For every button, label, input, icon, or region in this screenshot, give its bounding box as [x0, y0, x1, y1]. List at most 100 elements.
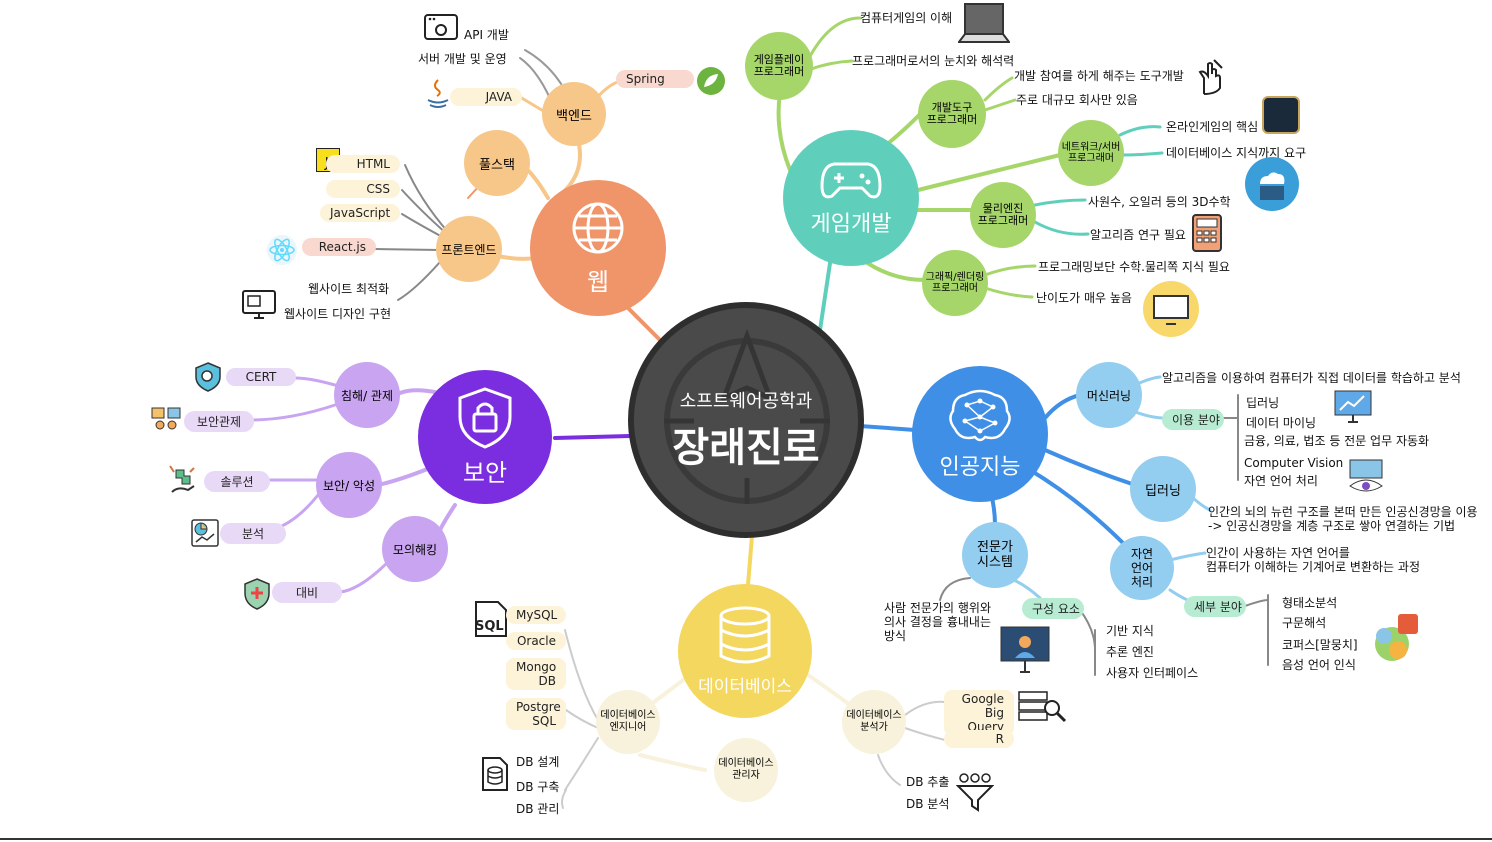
- solution-puzzle-icon: [169, 465, 195, 493]
- security-item-analysis: 분석: [220, 523, 286, 544]
- security-intrusion-node[interactable]: 침해/ 관제: [334, 362, 400, 428]
- java-icon: [427, 79, 449, 108]
- game-graphics-item-2: 난이도가 매우 높음: [1036, 291, 1132, 305]
- api-gear-icon: [424, 14, 458, 40]
- game-node[interactable]: 게임개발: [783, 130, 919, 266]
- game-tool-item-2: 주로 대규모 회사만 있음: [1016, 93, 1138, 107]
- ai-node[interactable]: 인공지능: [912, 366, 1048, 502]
- backend-node[interactable]: 백엔드: [542, 82, 606, 146]
- cloud-database-icon: [1245, 157, 1299, 211]
- ai-ml-item-5: 자연 언어 처리: [1244, 474, 1318, 488]
- web-node[interactable]: 웹: [530, 180, 666, 316]
- ai-expert-comp: 구성 요소: [1022, 598, 1084, 619]
- security-item-solution: 솔루션: [204, 471, 270, 492]
- ai-expert-item-3: 사용자 인터페이스: [1106, 666, 1199, 680]
- security-pentest-node[interactable]: 모의해킹: [382, 516, 448, 582]
- game-network-item-1: 온라인게임의 핵심: [1166, 120, 1259, 134]
- calculator-icon: [1192, 214, 1222, 252]
- game-tool-label: 개발도구 프로그래머: [926, 101, 978, 126]
- laptop-icon: [958, 3, 1010, 43]
- ai-dl-label: 딥러닝: [1145, 483, 1181, 499]
- db-analyst-node[interactable]: 데이터베이스 분석가: [842, 690, 906, 754]
- lock-shield-icon: [458, 386, 512, 449]
- vision-eye-icon: [1349, 459, 1383, 492]
- frontend-label: 프론트엔드: [441, 242, 497, 257]
- security-malware-label: 보안/ 악성: [322, 478, 376, 493]
- backend-item-java: JAVA: [450, 88, 522, 106]
- game-physics-item-1: 사원수, 오일러 등의 3D수학: [1088, 195, 1231, 209]
- game-graphics-label: 그래픽/렌더링 프로그래머: [925, 272, 985, 294]
- security-intrusion-label: 침해/ 관제: [340, 388, 394, 403]
- tool-hand-icon: [1198, 59, 1223, 95]
- db-engineer-system-3: Mongo DB: [506, 658, 566, 690]
- db-file-icon: [482, 757, 508, 791]
- ai-ml-item-3: 금융, 의료, 법조 등 전문 업무 자동화: [1244, 434, 1430, 448]
- frontend-item-optimize: 웹사이트 최적화: [308, 282, 390, 296]
- backend-item-server: 서버 개발 및 운영: [418, 52, 507, 66]
- ai-nlp-item-1: 형태소분석: [1282, 596, 1338, 610]
- frontend-item-react: React.js: [302, 238, 376, 256]
- game-player-node[interactable]: 게임플레이 프로그래머: [745, 32, 813, 100]
- db-node[interactable]: 데이터베이스: [678, 584, 812, 718]
- db-engineer-system-4: Postgre SQL: [506, 698, 566, 730]
- graphics-monitor-icon: [1143, 281, 1199, 337]
- ai-nlp-node[interactable]: 자연 언어 처리: [1110, 536, 1174, 600]
- ai-expert-node[interactable]: 전문가 시스템: [962, 522, 1028, 588]
- db-engineer-task-2: DB 구축: [516, 780, 560, 794]
- globe-icon: [572, 202, 624, 253]
- ai-expert-desc: 사람 전문가의 행위와 의사 결정을 흉내내는 방식: [884, 601, 991, 643]
- game-graphics-item-1: 프로그래밍보단 수학.물리쪽 지식 필요: [1038, 260, 1230, 274]
- ai-ml-desc: 알고리즘을 이용하여 컴퓨터가 직접 데이터를 학습하고 분석: [1162, 371, 1461, 385]
- game-label: 게임개발: [810, 212, 892, 237]
- game-network-item-2: 데이터베이스 지식까지 요구: [1166, 146, 1307, 160]
- server-search-icon: [1018, 691, 1067, 723]
- ai-nlp-desc-1: 인간이 사용하는 자연 언어를: [1206, 546, 1350, 560]
- translate-icon: [1375, 614, 1418, 661]
- ai-dl-desc-1: 인간의 뇌의 뉴런 구조를 본떠 만든 인공신경망을 이용: [1208, 505, 1478, 519]
- svg-text:SQL: SQL: [475, 619, 504, 634]
- fullstack-node[interactable]: 풀스택: [464, 130, 530, 196]
- db-engineer-node[interactable]: 데이터베이스 엔지니어: [596, 690, 660, 754]
- frontend-item-javascript: JavaScript: [320, 204, 400, 222]
- center-title-large: 장래진로: [672, 425, 820, 471]
- security-item-prepare: 대비: [272, 582, 342, 603]
- game-network-node[interactable]: 네트워크/서버 프로그래머: [1058, 120, 1124, 186]
- security-node[interactable]: 보안: [418, 370, 552, 504]
- ai-nlp-item-2: 구문해석: [1282, 616, 1327, 630]
- center-node: 소프트웨어공학과 장래진로: [628, 302, 864, 538]
- lol-logo-icon: [1262, 96, 1300, 134]
- game-tool-node[interactable]: 개발도구 프로그래머: [918, 80, 986, 148]
- frontend-item-design: 웹사이트 디자인 구현: [284, 307, 391, 321]
- backend-item-api: API 개발: [464, 28, 509, 42]
- ai-dl-node[interactable]: 딥러닝: [1130, 456, 1196, 522]
- game-network-label: 네트워크/서버 프로그래머: [1061, 142, 1121, 164]
- center-title-small: 소프트웨어공학과: [679, 391, 813, 412]
- db-analyst-task-1: DB 추출: [906, 775, 950, 789]
- ai-nlp-item-3: 코퍼스[말뭉치]: [1282, 638, 1358, 652]
- game-tool-item-1: 개발 참여를 하게 해주는 도구개발: [1014, 69, 1184, 83]
- ai-expert-item-2: 추론 엔진: [1106, 645, 1154, 659]
- compass-icon: [664, 328, 830, 504]
- ai-label: 인공지능: [939, 455, 1021, 480]
- ai-ml-node[interactable]: 머신러닝: [1076, 362, 1142, 428]
- game-graphics-node[interactable]: 그래픽/렌더링 프로그래머: [922, 250, 988, 316]
- sql-icon: SQL: [475, 601, 507, 637]
- ai-nlp-label: 자연 언어 처리: [1130, 547, 1154, 589]
- web-label: 웹: [586, 267, 610, 296]
- ai-ml-item-2: 데이터 마이닝: [1246, 416, 1317, 430]
- backend-item-spring: Spring: [616, 70, 694, 88]
- security-malware-node[interactable]: 보안/ 악성: [316, 452, 382, 518]
- db-engineer-system-2: Oracle: [506, 632, 566, 650]
- backend-label: 백엔드: [556, 108, 592, 124]
- db-admin-node[interactable]: 데이터베이스 관리자: [714, 738, 778, 802]
- ai-ml-item-1: 딥러닝: [1246, 396, 1280, 410]
- db-engineer-task-1: DB 설계: [516, 755, 560, 769]
- frontend-node[interactable]: 프론트엔드: [436, 216, 502, 282]
- game-physics-node[interactable]: 물리엔진 프로그래머: [970, 182, 1036, 248]
- ai-ml-item-4: Computer Vision: [1244, 456, 1344, 470]
- game-physics-label: 물리엔진 프로그래머: [977, 202, 1029, 227]
- ai-dl-desc-2: -> 인공신경망을 계층 구조로 쌓아 연결하는 기법: [1208, 519, 1456, 533]
- db-analyst-label: 데이터베이스 분석가: [846, 710, 902, 733]
- ai-nlp-item-4: 음성 언어 인식: [1282, 658, 1356, 672]
